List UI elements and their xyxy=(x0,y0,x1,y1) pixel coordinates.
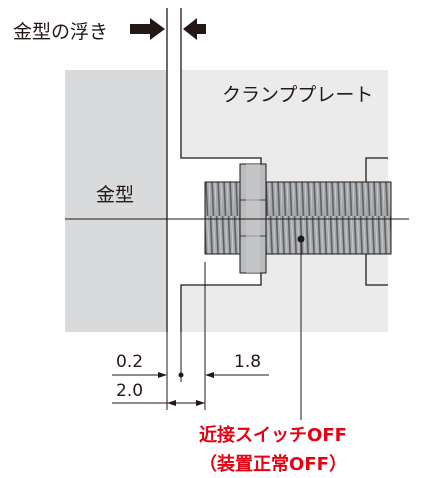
dim-label-1-8: 1.8 xyxy=(234,352,261,372)
dim-label-0-2: 0.2 xyxy=(116,352,143,372)
dim-arrowhead xyxy=(196,400,205,406)
switch-body xyxy=(205,182,391,254)
dim-arrowhead xyxy=(205,372,214,378)
dim-dot xyxy=(178,372,184,378)
float-arrow-left-icon xyxy=(183,18,206,40)
device-status-label: （装置正常OFF） xyxy=(199,453,347,475)
dim-arrowhead xyxy=(167,400,176,406)
mold-block xyxy=(65,70,167,332)
switch-status-label: 近接スイッチOFF xyxy=(199,424,347,446)
mold-float-label: 金型の浮き xyxy=(13,21,108,43)
dim-arrowhead xyxy=(158,372,167,378)
mold-label: 金型 xyxy=(96,184,134,206)
float-arrow-right-icon xyxy=(130,18,165,40)
dim-label-2-0: 2.0 xyxy=(116,381,143,401)
clamp-plate-label: クランププレート xyxy=(222,84,373,106)
switch-body-outline xyxy=(204,181,392,255)
